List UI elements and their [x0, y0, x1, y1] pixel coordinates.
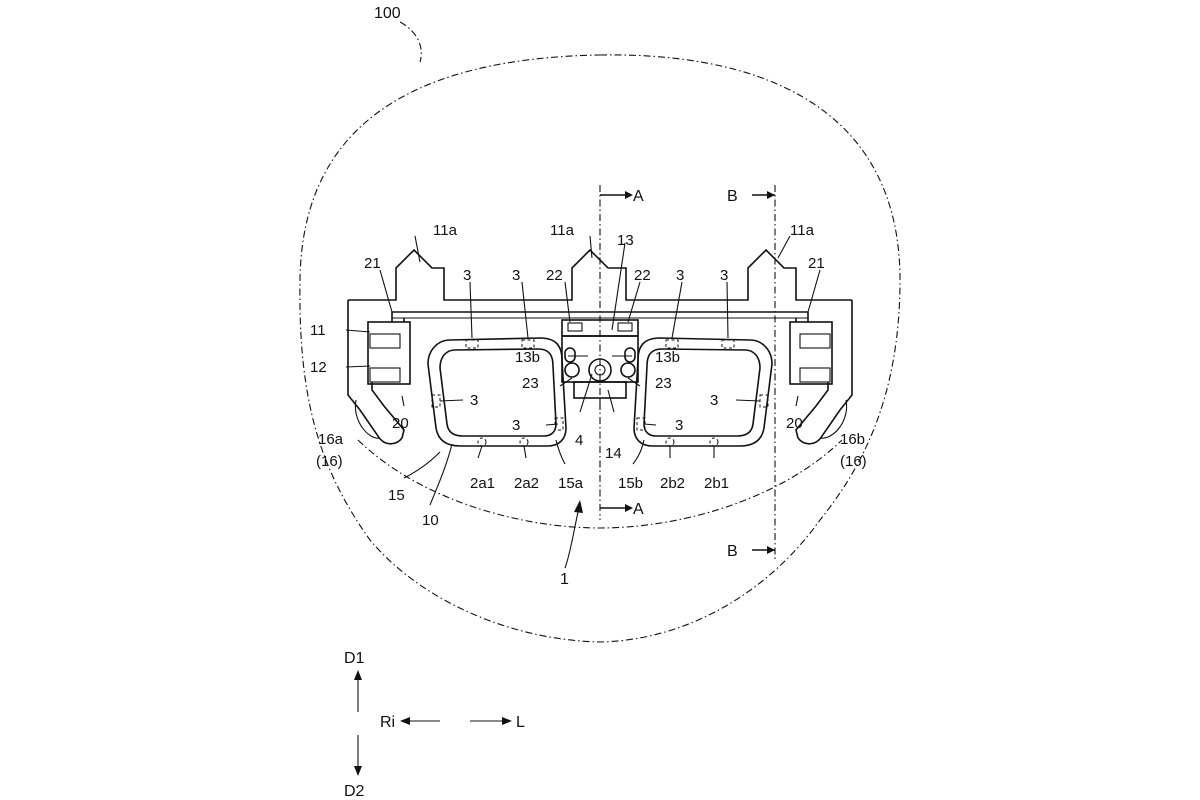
hole-23-left	[564, 362, 580, 378]
temple-left-16a	[347, 382, 405, 445]
label-a-top: A	[633, 188, 644, 205]
label-16b-paren: (16)	[840, 453, 867, 470]
leader-100	[399, 21, 422, 63]
label-23-right: 23	[655, 375, 672, 392]
label-13: 13	[617, 232, 634, 249]
label-21-right: 21	[808, 255, 825, 272]
pin-13b-right	[624, 347, 636, 363]
label-22-right: 22	[634, 267, 651, 284]
label-11: 11	[310, 322, 326, 339]
label-20-right: 20	[786, 415, 803, 432]
labels: 100 11a 11a 11a A A B B 13 21 21 3 3 3 3…	[310, 5, 867, 588]
sensor-2b2	[665, 437, 675, 447]
section-a-top-arrow	[625, 191, 633, 199]
left-rim-inner	[439, 348, 557, 437]
arrow-l-head	[502, 717, 512, 725]
left-hinge-a	[369, 333, 401, 349]
label-11a-center: 11a	[550, 222, 575, 239]
label-1: 1	[560, 571, 569, 588]
label-3: 3	[720, 267, 728, 284]
sensor-2a2	[519, 437, 529, 447]
electrode-3	[465, 339, 479, 349]
label-l: L	[516, 714, 525, 731]
label-15a: 15a	[558, 475, 584, 492]
label-14: 14	[605, 445, 622, 462]
nose-hub-4-inner	[594, 364, 606, 376]
left-rim-outer	[427, 337, 567, 447]
label-13b-left: 13b	[515, 349, 540, 366]
electrode-3	[665, 339, 679, 349]
head-outline	[299, 54, 901, 643]
right-hinge-a	[799, 333, 831, 349]
label-23-left: 23	[522, 375, 539, 392]
label-a-bottom: A	[633, 501, 644, 518]
right-hinge-block	[789, 321, 833, 385]
label-3: 3	[675, 417, 683, 434]
label-2a1: 2a1	[470, 475, 495, 492]
label-11a-left: 11a	[433, 222, 458, 239]
tab-22-left	[567, 322, 583, 332]
label-3: 3	[512, 417, 520, 434]
label-d2: D2	[344, 783, 365, 800]
sensor-2b1	[709, 437, 719, 447]
nose-hub-4	[588, 358, 612, 382]
label-20-left: 20	[392, 415, 409, 432]
label-ri: Ri	[380, 714, 395, 731]
left-hinge-block	[367, 321, 411, 385]
label-16b: 16b	[840, 431, 865, 448]
arrow-d2-head	[354, 766, 362, 776]
face-arc	[357, 439, 843, 529]
label-3: 3	[512, 267, 520, 284]
right-hinge-b	[799, 367, 831, 383]
tab-22-right	[617, 322, 633, 332]
hole-23-right	[620, 362, 636, 378]
label-21-left: 21	[364, 255, 381, 272]
right-rim-outer	[633, 337, 773, 447]
label-b-bottom: B	[727, 543, 738, 560]
label-3: 3	[470, 392, 478, 409]
right-rim-inner	[643, 348, 761, 437]
label-10: 10	[422, 512, 439, 529]
electrode-3	[721, 339, 735, 349]
leader-lines	[345, 235, 848, 569]
sensors-2	[477, 437, 719, 447]
label-d1: D1	[344, 650, 365, 667]
sensor-2a1	[477, 437, 487, 447]
section-a-bottom-arrow	[625, 504, 633, 512]
left-vertical-strut	[391, 312, 405, 322]
arrow-d1-head	[354, 670, 362, 680]
arrow-1	[574, 500, 583, 513]
label-15: 15	[388, 487, 405, 504]
right-vertical-strut	[795, 312, 809, 322]
frame-outer-rect	[347, 300, 853, 382]
label-2b1: 2b1	[704, 475, 729, 492]
section-b-top-arrow	[767, 191, 775, 199]
left-hinge-b	[369, 367, 401, 383]
electrode-3	[521, 339, 535, 349]
frame-top-with-prongs	[348, 248, 852, 301]
label-2a2: 2a2	[514, 475, 539, 492]
label-12: 12	[310, 359, 327, 376]
label-3: 3	[710, 392, 718, 409]
label-13b-right: 13b	[655, 349, 680, 366]
label-b-top: B	[727, 188, 738, 205]
direction-indicator: D1 D2 Ri L	[344, 650, 525, 800]
label-3: 3	[463, 267, 471, 284]
pin-13b-left	[564, 347, 576, 363]
label-22-left: 22	[546, 267, 563, 284]
temple-right-16b	[795, 382, 853, 445]
label-16a: 16a	[318, 431, 344, 448]
section-b-bottom-arrow	[767, 546, 775, 554]
label-16a-paren: (16)	[316, 453, 343, 470]
label-15b: 15b	[618, 475, 643, 492]
label-4: 4	[575, 432, 583, 449]
label-3: 3	[676, 267, 684, 284]
label-11a-right: 11a	[790, 222, 815, 239]
label-100: 100	[374, 5, 401, 22]
label-2b2: 2b2	[660, 475, 685, 492]
arrow-ri-head	[400, 717, 410, 725]
